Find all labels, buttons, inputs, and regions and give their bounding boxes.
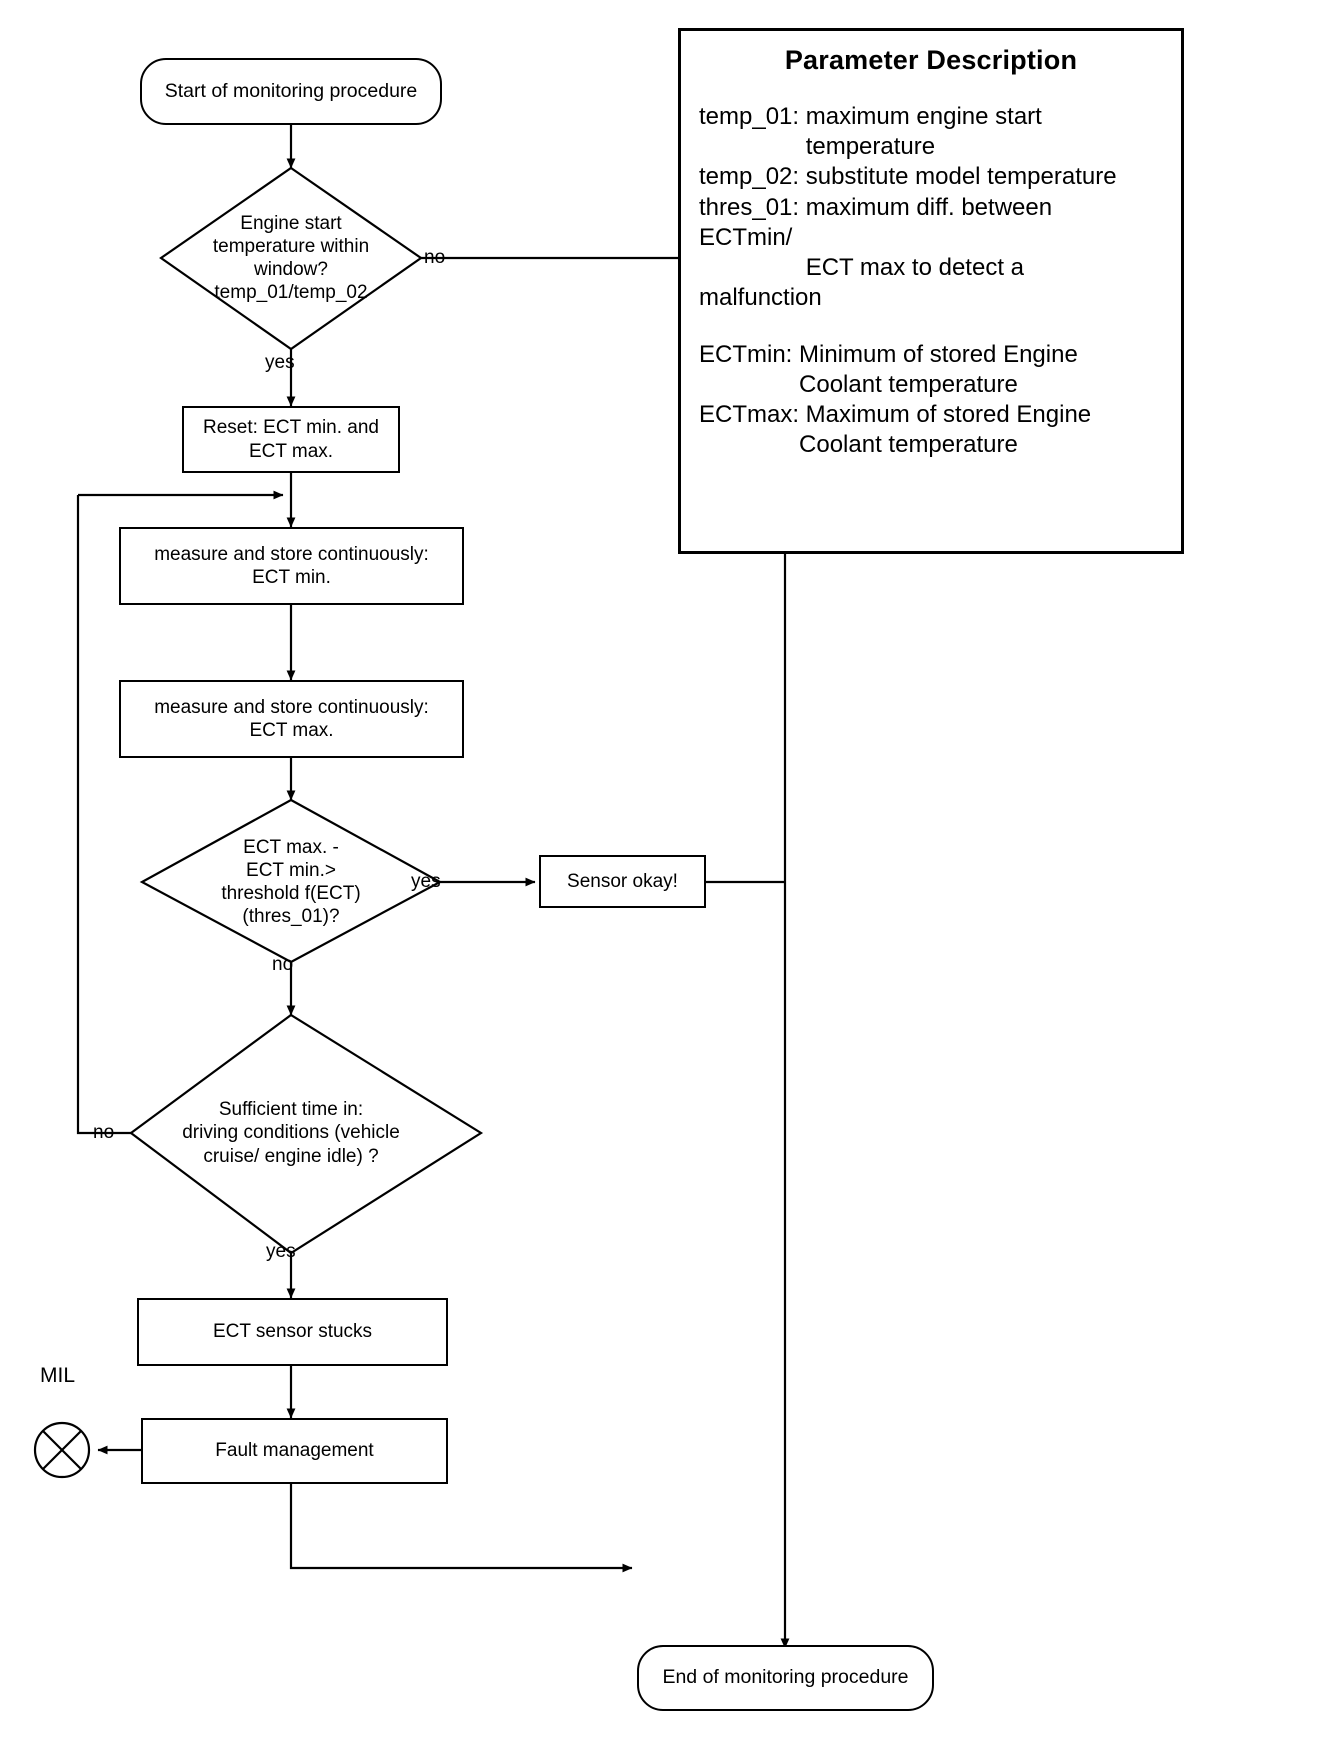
node-start-label: Start of monitoring procedure	[164, 79, 418, 102]
edge-label-engine-start-yes: yes	[265, 352, 295, 373]
edge-label-threshold-yes: yes	[411, 871, 441, 892]
parameter-description-lines: temp_01: maximum engine start temperatur…	[699, 102, 1163, 461]
node-fault-management-label: Fault management	[215, 1440, 374, 1462]
node-sensor-okay[interactable]: Sensor okay!	[539, 855, 706, 908]
decision-shape-threshold	[139, 798, 443, 964]
node-start[interactable]: Start of monitoring procedure	[140, 58, 442, 125]
node-ect-sensor-stucks[interactable]: ECT sensor stucks	[137, 1298, 448, 1366]
node-measure-min-label: measure and store continuously: ECT min.	[154, 543, 429, 588]
node-ect-sensor-stucks-label: ECT sensor stucks	[212, 1321, 373, 1343]
param-line: temp_01: maximum engine start	[699, 103, 1042, 130]
node-sensor-okay-label: Sensor okay!	[567, 870, 678, 892]
edge-sufficient-no-loopback	[76, 495, 131, 1135]
parameter-description-box: Parameter Description temp_01: maximum e…	[678, 28, 1184, 554]
mil-label: MIL	[40, 1364, 76, 1387]
edge-label-engine-start-no: no	[424, 247, 446, 268]
param-spacer	[699, 314, 1163, 340]
param-line: ECT max to detect a	[699, 254, 1025, 282]
mil-lamp-cross-2	[42, 1430, 82, 1470]
node-measure-min[interactable]: measure and store continuously: ECT min.	[119, 527, 464, 605]
param-line: ECTmin/	[699, 223, 793, 251]
node-measure-max-label: measure and store continuously: ECT max.	[154, 696, 429, 741]
param-line: Coolant temperature	[699, 370, 1018, 398]
node-measure-max[interactable]: measure and store continuously: ECT max.	[119, 680, 464, 758]
mil-lamp-icon	[33, 1421, 91, 1479]
node-fault-management[interactable]: Fault management	[141, 1418, 448, 1484]
param-line: thres_01: maximum diff. between	[699, 193, 1053, 221]
param-line: Coolant temperature	[699, 431, 1018, 459]
node-end-label: End of monitoring procedure	[662, 1666, 909, 1689]
node-end[interactable]: End of monitoring procedure	[637, 1645, 934, 1711]
parameter-description-title: Parameter Description	[784, 45, 1078, 75]
param-line: ECTmin: Minimum of stored Engine	[699, 340, 1078, 368]
decision-shape-engine-start	[159, 166, 423, 351]
decision-shape-sufficient-time	[129, 1013, 484, 1255]
param-line: ECTmax: Maximum of stored Engine	[699, 401, 1092, 429]
edge-label-threshold-no: no	[272, 954, 294, 975]
node-reset[interactable]: Reset: ECT min. and ECT max.	[182, 406, 400, 473]
edge-label-sufficient-yes: yes	[266, 1241, 296, 1262]
param-line: malfunction	[699, 284, 822, 312]
param-line: temperature	[699, 133, 936, 161]
edge-label-sufficient-no: no	[93, 1122, 115, 1143]
edge-fault-to-end	[289, 1484, 633, 1573]
node-reset-label: Reset: ECT min. and ECT max.	[202, 417, 379, 462]
param-line: temp_02: substitute model temperature	[699, 163, 1117, 191]
